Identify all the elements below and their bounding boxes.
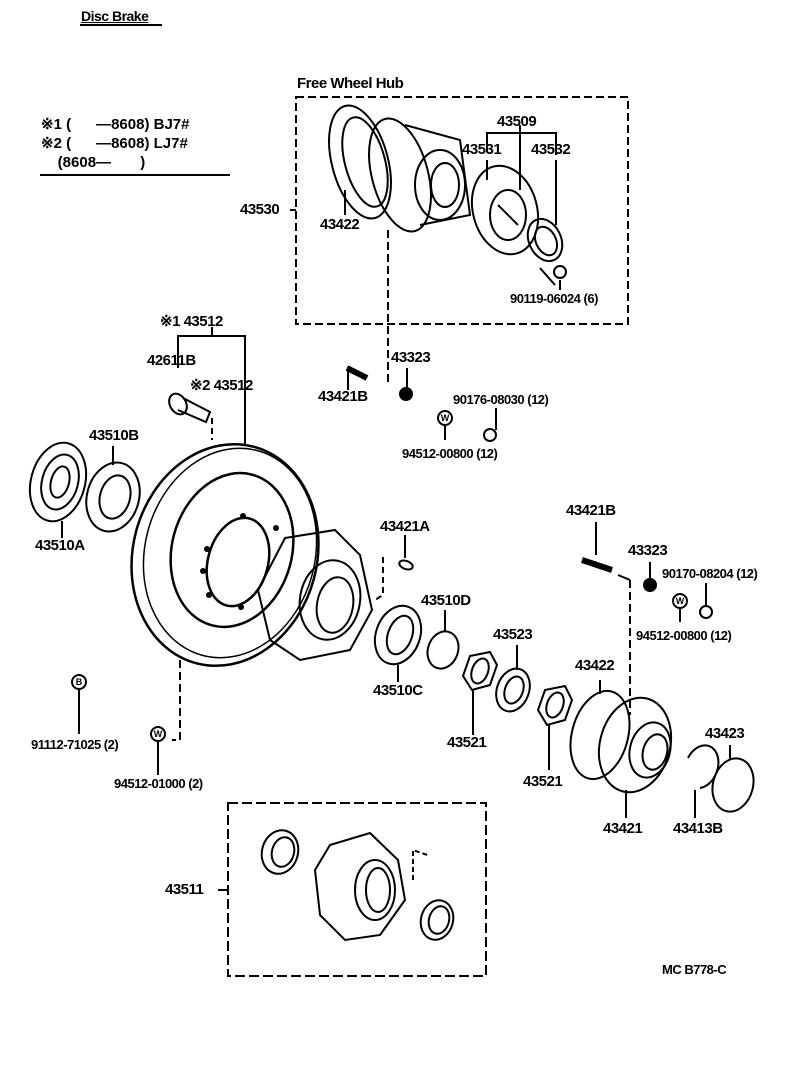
label-43531: 43531 bbox=[462, 141, 502, 158]
label-90119: 90119-06024 (6) bbox=[510, 291, 598, 306]
label-43510c: 43510C bbox=[373, 682, 423, 699]
hub-assembly-box bbox=[227, 802, 487, 977]
bearing-43510c-drawing bbox=[373, 604, 423, 666]
hub-body-drawing bbox=[368, 117, 472, 233]
hub-cover-drawing bbox=[470, 164, 540, 256]
label-43323-right: 43323 bbox=[628, 542, 668, 559]
label-43422-top: 43422 bbox=[320, 216, 360, 233]
snap-43510d-drawing bbox=[426, 630, 460, 670]
seal-43510a-drawing bbox=[28, 441, 88, 523]
label-42611b: 42611B bbox=[147, 352, 196, 369]
hub-bolt-drawing bbox=[168, 392, 212, 424]
label-94512-01000: 94512-01000 (2) bbox=[114, 776, 203, 791]
label-43421b-top: 43421B bbox=[318, 388, 368, 405]
label-43509: 43509 bbox=[497, 113, 537, 130]
label-43510a: 43510A bbox=[35, 537, 85, 554]
gasket-43422-drawing bbox=[328, 104, 392, 220]
flange-43421-drawing bbox=[569, 689, 673, 794]
label-43421b-right: 43421B bbox=[566, 502, 616, 519]
page-title: Disc Brake bbox=[81, 8, 149, 24]
lock-washer-drawing bbox=[495, 667, 531, 713]
nut-43521-b-drawing bbox=[536, 684, 574, 727]
label-43510d: 43510D bbox=[421, 592, 471, 609]
brake-rotor-drawing bbox=[130, 442, 320, 668]
label-43512-2: ※2 43512 bbox=[190, 377, 253, 394]
note-line-2: ※2 ( —8608) LJ7# bbox=[41, 135, 188, 152]
washer-symbol-text-right: W bbox=[676, 596, 685, 606]
nut-43521-a-drawing bbox=[461, 650, 499, 692]
hub-flange-drawing bbox=[256, 528, 374, 662]
label-43521-b: 43521 bbox=[523, 773, 563, 790]
hub-assembly-drawing bbox=[260, 829, 455, 942]
washer-symbol-text: W bbox=[154, 729, 163, 739]
label-43523: 43523 bbox=[493, 626, 533, 643]
snap-ring-drawing bbox=[687, 744, 720, 789]
label-43510b: 43510B bbox=[89, 427, 139, 444]
cover-seal-drawing bbox=[526, 217, 564, 263]
label-43512-1: ※1 43512 bbox=[160, 313, 223, 330]
label-43423: 43423 bbox=[705, 725, 745, 742]
label-91112: 91112-71025 (2) bbox=[31, 737, 119, 752]
label-90170: 90170-08204 (12) bbox=[662, 566, 758, 581]
bolt-symbol-text: B bbox=[76, 677, 83, 687]
free-wheel-hub-title: Free Wheel Hub bbox=[297, 75, 404, 92]
cap-drawing bbox=[711, 757, 755, 813]
bolt-90119-drawing bbox=[539, 265, 567, 286]
label-43422-right: 43422 bbox=[575, 657, 615, 674]
label-43511: 43511 bbox=[165, 881, 204, 898]
label-43413b: 43413B bbox=[673, 820, 723, 837]
label-94512-00800-right: 94512-00800 (12) bbox=[636, 628, 732, 643]
note-line-3: (8608— ) bbox=[41, 154, 146, 171]
label-43421a: 43421A bbox=[380, 518, 430, 535]
label-43532: 43532 bbox=[531, 141, 571, 158]
label-43521-a: 43521 bbox=[447, 734, 487, 751]
label-43421: 43421 bbox=[603, 820, 643, 837]
label-90176: 90176-08030 (12) bbox=[453, 392, 549, 407]
rotor-bolt-holes bbox=[200, 513, 279, 610]
free-wheel-hub-box bbox=[295, 96, 629, 325]
washer-symbol-text-upper: W bbox=[441, 413, 450, 423]
label-43323-top: 43323 bbox=[391, 349, 431, 366]
label-43530: 43530 bbox=[240, 201, 280, 218]
diagram-code: MC B778-C bbox=[662, 962, 727, 977]
note-line-1: ※1 ( —8608) BJ7# bbox=[41, 116, 190, 133]
bearing-43510b-drawing bbox=[85, 461, 141, 533]
bolt-symbol bbox=[71, 410, 688, 742]
label-94512-00800-top: 94512-00800 (12) bbox=[402, 446, 498, 461]
